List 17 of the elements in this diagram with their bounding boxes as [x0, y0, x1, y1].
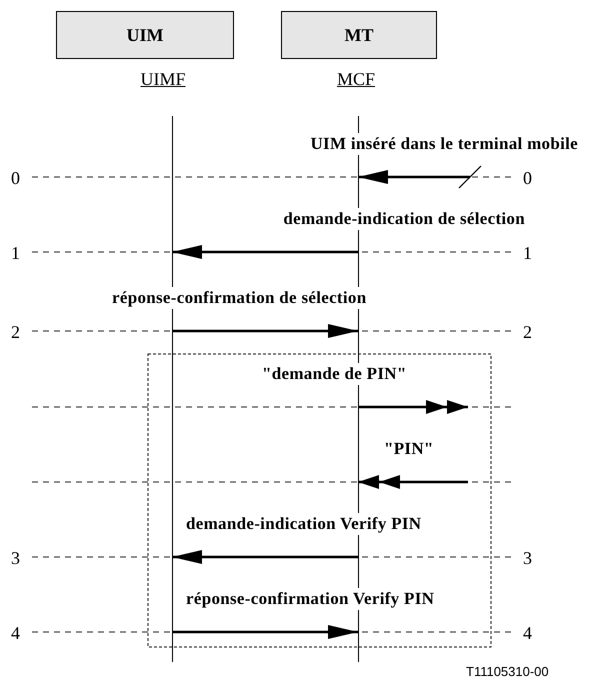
message-label: réponse-confirmation de sélection	[112, 287, 366, 309]
message-label: UIM inséré dans le terminal mobile	[310, 133, 578, 155]
lifeline	[172, 116, 173, 662]
message-label: réponse-confirmation Verify PIN	[186, 588, 434, 610]
function-label: UIMF	[140, 68, 186, 90]
message-arrow	[172, 550, 358, 564]
figure-id: T11105310-00	[466, 664, 549, 680]
message-arrow	[172, 245, 358, 259]
message-label: demande-indication de sélection	[283, 208, 525, 230]
entity-box: UIM	[56, 11, 234, 59]
message-arrow	[358, 165, 482, 189]
entity-box: MT	[281, 11, 437, 59]
function-label: MCF	[336, 68, 376, 90]
message-arrow	[172, 625, 358, 639]
message-arrow	[172, 324, 358, 338]
message-label: demande-indication Verify PIN	[186, 513, 422, 535]
message-label: "demande de PIN"	[262, 363, 407, 385]
